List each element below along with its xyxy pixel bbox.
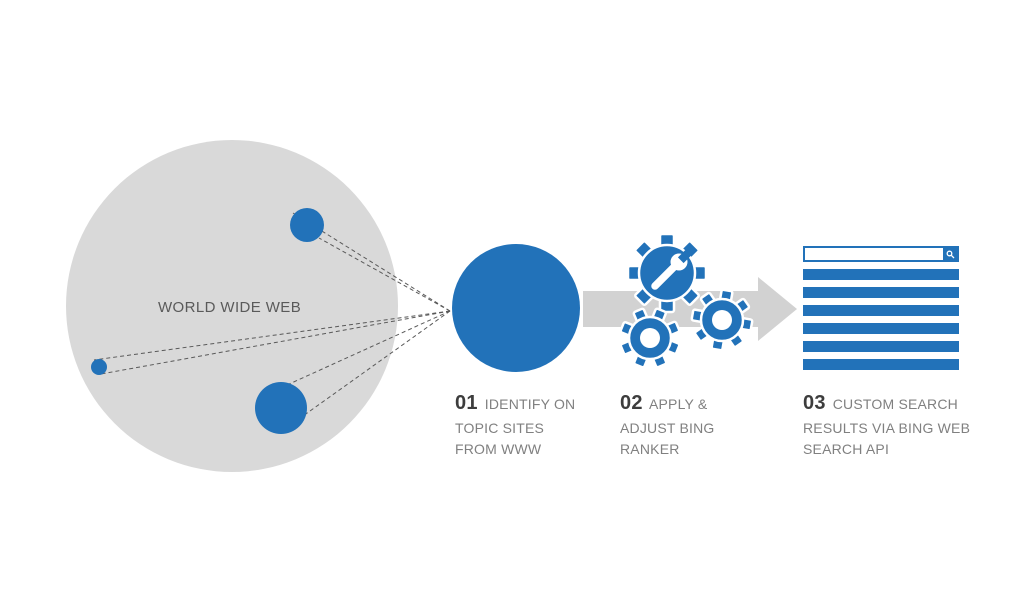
filled-circle-icon (452, 244, 580, 372)
result-row (803, 359, 959, 370)
step-label: CUSTOM SEARCH RESULTS VIA BING WEB SEARC… (803, 396, 971, 457)
step-label: IDENTIFY ON TOPIC SITES FROM WWW (455, 396, 576, 457)
result-row (803, 341, 959, 352)
result-row (803, 269, 959, 280)
www-label: WORLD WIDE WEB (158, 299, 302, 316)
site-dot-icon (91, 359, 107, 375)
gear-icon (690, 288, 754, 352)
search-results-list-icon (803, 246, 959, 370)
result-row (803, 287, 959, 298)
gear-wrench-icon (626, 232, 708, 314)
step-number: 01 (455, 392, 478, 414)
site-dot-icon (255, 382, 307, 434)
site-dot-icon (290, 208, 324, 242)
gear-icon (619, 307, 681, 369)
result-row (803, 305, 959, 316)
wrench-icon (651, 248, 693, 290)
result-row (803, 323, 959, 334)
step-label: APPLY & ADJUST BING RANKER (620, 396, 715, 457)
search-box (803, 246, 959, 262)
search-icon (943, 248, 957, 260)
step-1-caption: 01 IDENTIFY ON TOPIC SITES FROM WWW (455, 388, 590, 460)
result-rows (803, 269, 959, 370)
step-3-caption: 03 CUSTOM SEARCH RESULTS VIA BING WEB SE… (803, 388, 971, 460)
step-number: 02 (620, 392, 643, 414)
step-number: 03 (803, 392, 826, 414)
step-2-caption: 02 APPLY & ADJUST BING RANKER (620, 388, 742, 460)
